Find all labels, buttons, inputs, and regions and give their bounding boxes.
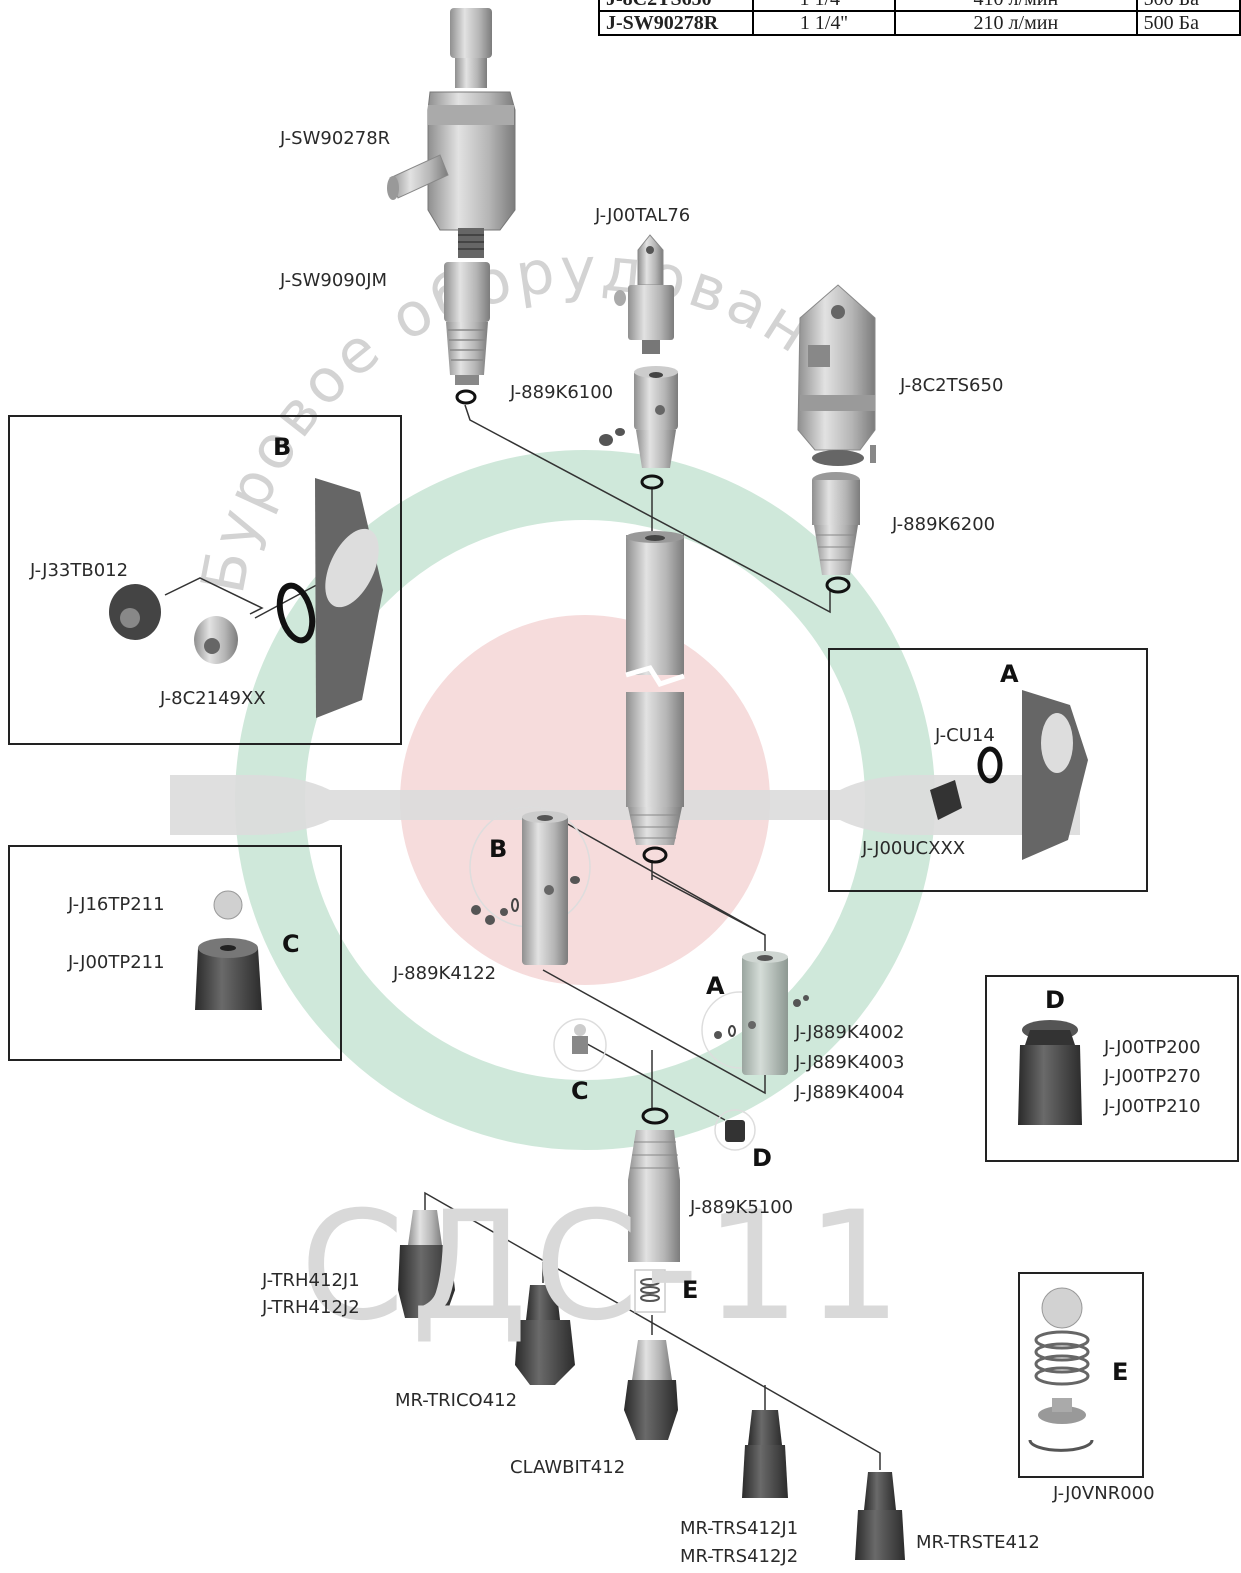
inset-c-art xyxy=(195,890,262,1010)
part-label: J-J889K4004 xyxy=(795,1082,905,1103)
inset-e-letter: E xyxy=(1112,1358,1129,1386)
spec-row: J-SW90278R 1 1/4'' 210 л/мин 500 Ба xyxy=(598,10,1241,36)
bit-icon xyxy=(855,1472,905,1560)
inset-d-label-2: J-J00TP270 xyxy=(1104,1066,1201,1087)
inset-c xyxy=(8,845,342,1061)
bit-icon xyxy=(515,1285,575,1385)
part-label: J-J889K4002 xyxy=(795,1022,905,1043)
part-label: MR-TRS412J1 xyxy=(680,1518,799,1539)
spec-cell: 500 Ба xyxy=(1135,10,1241,36)
part-label: J-889K6100 xyxy=(510,382,614,403)
nozzle-icon xyxy=(553,1018,756,1151)
inset-d-label-1: J-J00TP200 xyxy=(1104,1037,1201,1058)
part-label: J-J889K4003 xyxy=(795,1052,905,1073)
inset-b-letter: B xyxy=(273,433,292,461)
head-icon xyxy=(797,284,876,466)
inset-c-seat-label: J-J00TP211 xyxy=(68,952,165,973)
housing-icon xyxy=(469,806,591,965)
sub-icon xyxy=(444,262,490,385)
connector-lines xyxy=(164,404,881,1470)
inset-d-label-3: J-J00TP210 xyxy=(1104,1096,1201,1117)
sub-icon xyxy=(599,366,678,468)
spec-cell: 1 1/4'' xyxy=(751,10,897,36)
inset-a-art xyxy=(930,690,1088,860)
part-label: J-889K5100 xyxy=(690,1197,794,1218)
bail-icon xyxy=(614,234,674,354)
part-label: MR-TRICO412 xyxy=(395,1390,518,1411)
part-label: CLAWBIT412 xyxy=(510,1457,626,1478)
rod-icon xyxy=(625,531,685,845)
callout-b: B xyxy=(489,835,508,863)
bit-icon xyxy=(398,1210,455,1318)
spec-row: J-8C2TS650 1 1/4" 410 л/мин 500 Ба xyxy=(598,0,1241,12)
part-label: J-TRH412J1 xyxy=(262,1270,360,1291)
part-label: J-SW9090JM xyxy=(280,270,388,291)
inset-d-letter: D xyxy=(1045,986,1065,1014)
callout-e: E xyxy=(682,1276,699,1304)
spec-cell: J-SW90278R xyxy=(598,10,754,36)
part-label: J-889K6200 xyxy=(892,514,996,535)
inset-b-plug-label: J-J33TB012 xyxy=(30,560,129,581)
spring-icon xyxy=(1028,1287,1094,1452)
housing-icon xyxy=(701,951,809,1075)
inset-e-label: J-J0VNR000 xyxy=(1053,1483,1155,1504)
inset-b-nozzle-label: J-8C2149XX xyxy=(160,688,266,709)
spec-cell: 210 л/мин xyxy=(894,10,1138,36)
inset-a xyxy=(828,648,1148,892)
swivel-icon xyxy=(387,8,516,258)
inset-c-ball-label: J-J16TP211 xyxy=(68,894,165,915)
part-label: MR-TRS412J2 xyxy=(680,1546,799,1567)
part-label: J-TRH412J2 xyxy=(262,1297,360,1318)
callout-a: A xyxy=(706,972,725,1000)
sub-icon xyxy=(628,1130,680,1313)
inset-a-letter: A xyxy=(1000,660,1019,688)
o-ring-icon xyxy=(455,389,851,1125)
inset-c-letter: C xyxy=(282,930,300,958)
watermark-big-text: СДС-11 xyxy=(300,1180,908,1354)
spec-cell: 410 л/мин xyxy=(894,0,1138,12)
spec-table: J-8C2TS650 1 1/4" 410 л/мин 500 Ба J-SW9… xyxy=(598,0,1241,36)
inset-e xyxy=(1018,1272,1144,1478)
inset-d xyxy=(985,975,1239,1162)
callout-c: C xyxy=(571,1077,589,1105)
inset-a-ring-label: J-CU14 xyxy=(935,725,995,746)
part-label: MR-TRSTE412 xyxy=(916,1532,1040,1553)
part-label: J-SW90278R xyxy=(280,128,391,149)
bit-icon xyxy=(624,1340,678,1440)
sub-icon xyxy=(812,472,860,575)
inset-d-art xyxy=(1018,1020,1082,1125)
inset-b xyxy=(8,415,402,745)
spec-cell: 500 Ба xyxy=(1135,0,1241,12)
spec-cell: 1 1/4" xyxy=(751,0,897,12)
part-label: J-J00TAL76 xyxy=(595,205,691,226)
inset-a-nozzle-label: J-J00UCXXX xyxy=(862,838,966,859)
inset-b-art xyxy=(109,478,383,718)
bit-icon xyxy=(742,1410,788,1498)
part-label: J-8C2TS650 xyxy=(900,375,1004,396)
callout-d: D xyxy=(752,1144,772,1172)
spec-cell: J-8C2TS650 xyxy=(598,0,754,12)
part-label: J-889K4122 xyxy=(393,963,497,984)
